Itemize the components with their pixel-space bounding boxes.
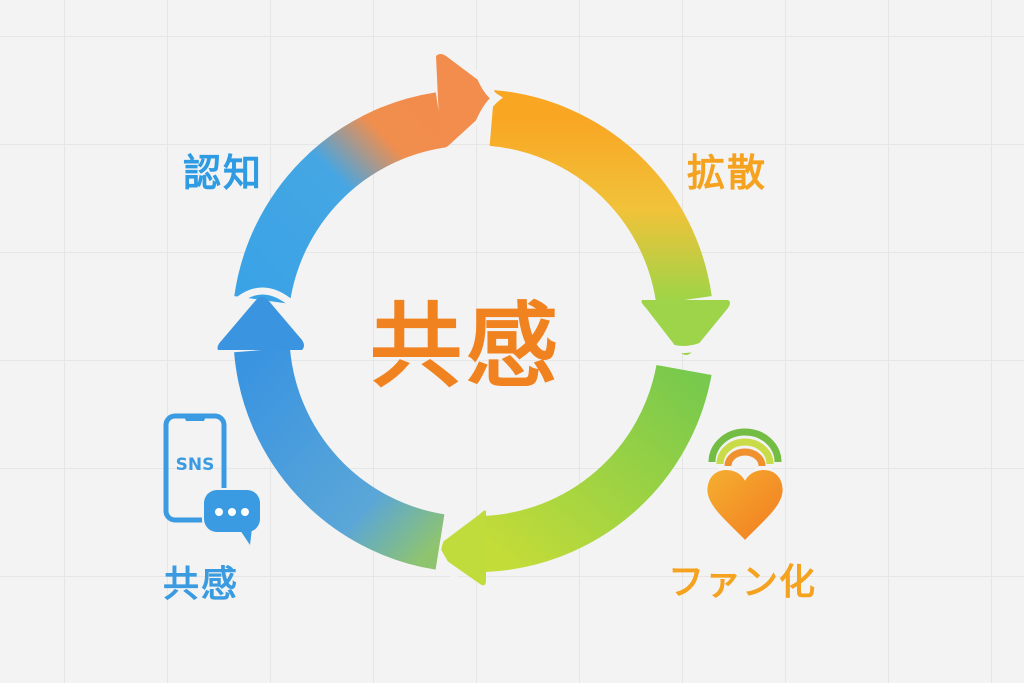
center-label: 共感 — [370, 293, 563, 400]
sns-label: SNS — [176, 455, 215, 475]
arrow-spread-to-fan — [474, 68, 730, 355]
stage-label-empathy: 共感 — [163, 564, 240, 605]
smartphone-chat-icon: SNS — [163, 413, 262, 545]
arrow-empathy-to-awareness — [217, 287, 445, 570]
stage-label-fan: ファン化 — [668, 562, 817, 603]
stage-label-spread: 拡散 — [687, 151, 768, 195]
heart-rainbow-icon — [704, 428, 786, 545]
arrow-awareness-to-spread — [234, 54, 497, 305]
stage-label-awareness: 認知 — [183, 151, 264, 195]
